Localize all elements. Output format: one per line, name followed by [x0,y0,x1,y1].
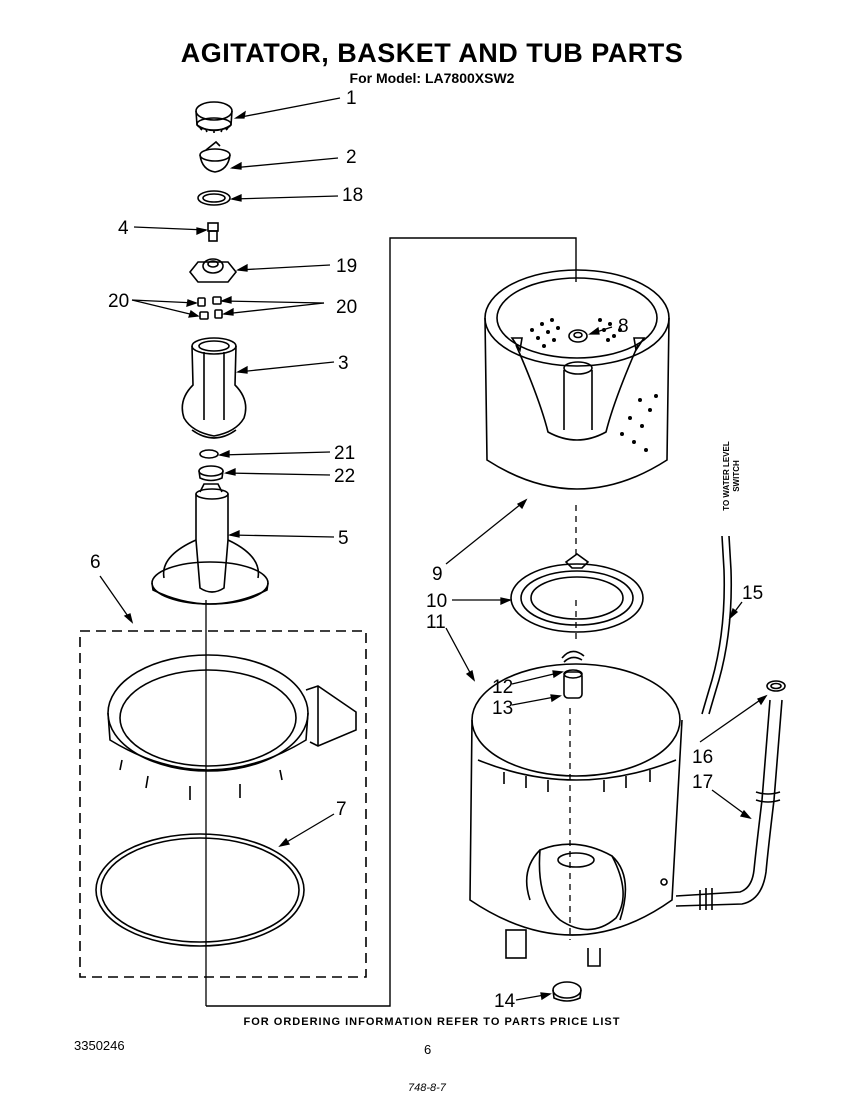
callout-7: 7 [336,799,347,820]
part-12-clip [561,650,585,663]
callout-2: 2 [346,147,357,168]
revision-stamp: 748-8-7 [408,1082,446,1094]
callout-21: 21 [334,443,355,464]
part-17-drain-hose [675,699,783,910]
callout-20-left: 20 [108,291,129,312]
callout-6: 6 [90,552,101,573]
part-19-dog-assembly [188,258,238,283]
ordering-note: FOR ORDERING INFORMATION REFER TO PARTS … [243,1016,621,1028]
callout-11: 11 [426,612,446,633]
part-8-basket-nut [568,329,588,343]
callout-8: 8 [618,316,629,337]
callout-leaders [99,97,768,1001]
part-10-hub-gear [510,553,644,633]
document-number: 3350246 [74,1038,125,1053]
callout-13: 13 [492,698,513,719]
callout-16: 16 [692,747,713,768]
callout-5: 5 [338,528,349,549]
callout-1: 1 [346,88,357,109]
callout-19: 19 [336,256,357,277]
part-6-tub-ring-group [79,630,367,978]
part-5-agitator-base [151,483,269,605]
callout-12: 12 [492,677,513,698]
part-9-basket [484,269,670,490]
callout-4: 4 [118,218,129,239]
part-1-agitator-cap [195,101,233,133]
part-22-drive-block [198,465,224,482]
callout-17: 17 [692,772,713,793]
callout-18: 18 [342,185,363,206]
part-16-hose-clamp [766,680,786,692]
water-level-line-2: SWITCH [732,460,741,492]
part-18-ring [197,190,231,206]
callout-15: 15 [742,583,763,604]
callout-numbers: 1 2 18 4 19 20 20 3 21 22 5 6 7 8 9 10 1… [90,88,763,1012]
callout-14: 14 [494,991,516,1012]
page-number: 6 [424,1042,432,1057]
callout-10: 10 [426,591,447,612]
page-title: AGITATOR, BASKET AND TUB PARTS [180,38,684,68]
model-subtitle: For Model: LA7800XSW2 [349,70,515,86]
callout-22: 22 [334,466,355,487]
water-level-line-1: TO WATER LEVEL [722,441,731,511]
part-7-seal-ring [95,833,305,947]
callout-9: 9 [432,564,443,585]
part-15-water-level-tube [701,535,733,715]
callout-20-right: 20 [336,297,357,318]
part-14-drain-fitting [552,981,582,1002]
part-20-dogs [197,296,223,320]
callout-3: 3 [338,353,349,374]
part-2-cam [199,140,231,173]
part-21-washer [199,449,219,459]
part-13-seal [563,669,583,699]
part-3-agitator-barrel [181,337,247,439]
water-level-switch-label: TO WATER LEVEL SWITCH [722,436,742,516]
part-11-outer-tub [469,663,683,967]
part-4-bolt [207,222,219,242]
